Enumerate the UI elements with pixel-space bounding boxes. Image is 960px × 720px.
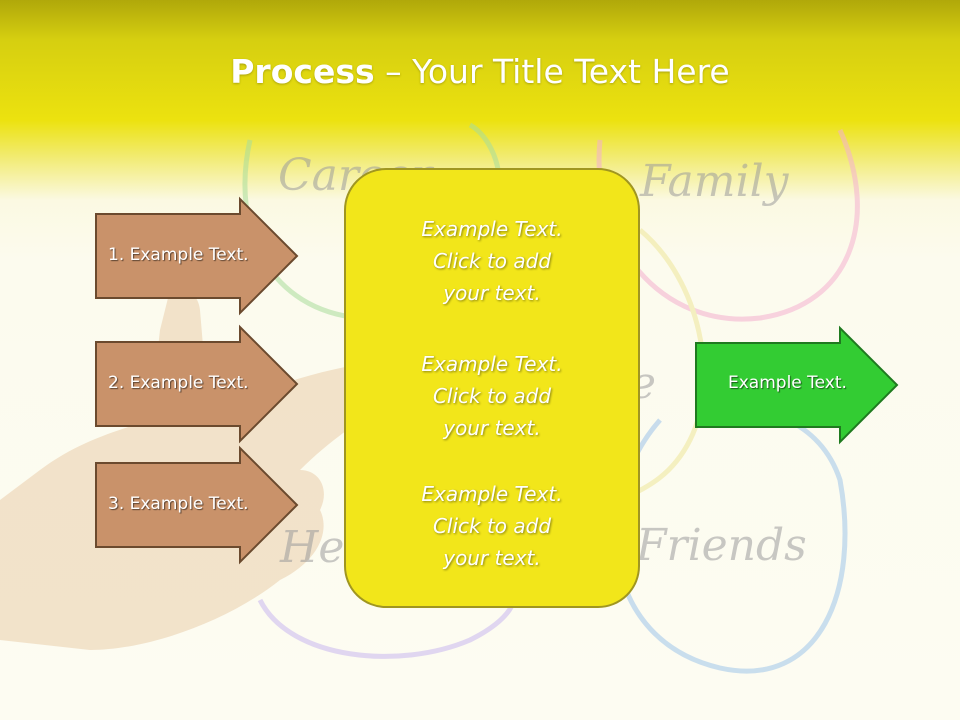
center-text-2[interactable]: Example Text. Click to add your text. bbox=[344, 348, 640, 444]
bg-word-friends: Friends bbox=[635, 520, 807, 571]
right-arrow-label: Example Text. bbox=[728, 373, 847, 393]
left-arrow-3-label: 3. Example Text. bbox=[108, 494, 249, 514]
center-text-1-line3: your text. bbox=[443, 281, 541, 305]
center-text-2-line3: your text. bbox=[443, 416, 541, 440]
center-panel[interactable] bbox=[344, 168, 640, 608]
center-text-2-line2: Click to add bbox=[432, 384, 552, 408]
title-bold: Process bbox=[230, 52, 375, 91]
left-arrow-2[interactable] bbox=[95, 324, 299, 444]
center-text-3-line3: your text. bbox=[443, 546, 541, 570]
left-arrow-1-label: 1. Example Text. bbox=[108, 245, 249, 265]
center-text-3-line1: Example Text. bbox=[421, 482, 563, 506]
bg-word-health: He bbox=[279, 522, 344, 573]
left-arrow-2-label: 2. Example Text. bbox=[108, 373, 249, 393]
center-text-2-line1: Example Text. bbox=[421, 352, 563, 376]
center-text-3[interactable]: Example Text. Click to add your text. bbox=[344, 478, 640, 574]
center-text-1-line2: Click to add bbox=[432, 249, 552, 273]
title-rest: – Your Title Text Here bbox=[374, 52, 730, 91]
right-arrow[interactable] bbox=[695, 325, 899, 445]
left-arrow-1[interactable] bbox=[95, 196, 299, 316]
left-arrow-3[interactable] bbox=[95, 445, 299, 565]
center-text-3-line2: Click to add bbox=[432, 514, 552, 538]
center-text-1-line1: Example Text. bbox=[421, 217, 563, 241]
bg-word-family: Family bbox=[639, 156, 790, 207]
center-text-1[interactable]: Example Text. Click to add your text. bbox=[344, 213, 640, 309]
slide-title[interactable]: Process – Your Title Text Here bbox=[0, 52, 960, 91]
